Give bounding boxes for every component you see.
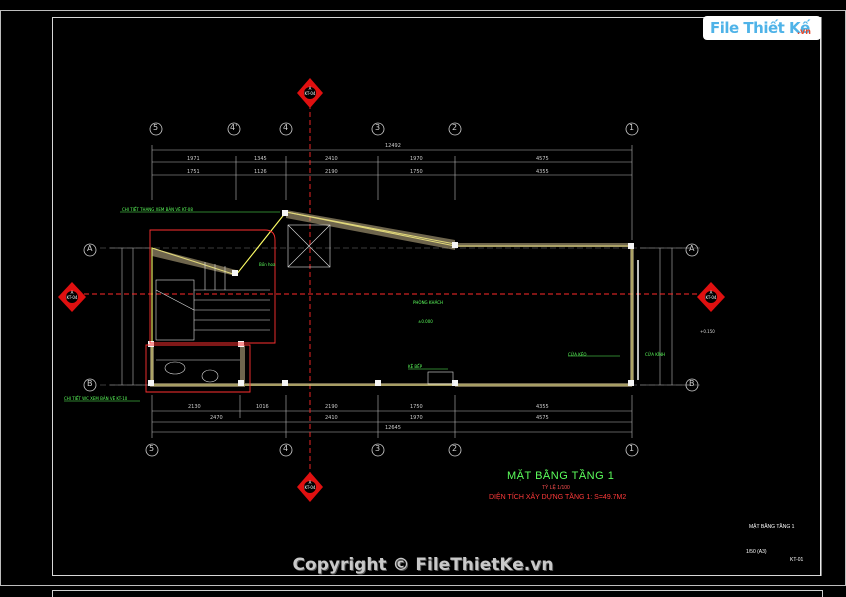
axis-label-top-1: 1 [629,123,635,132]
dim-top-r1-4: 4575 [536,156,549,162]
axis-label-top-2: 2 [452,123,458,132]
columns [148,210,634,386]
stair-outline [149,229,276,344]
dim-bottom-total: 12645 [385,425,401,431]
titleblock-name: MẶT BẰNG TẦNG 1 [749,524,795,530]
dim-bottom-r2-1: 2410 [325,415,338,421]
note-door: CỬA KÉO [568,352,587,357]
axis-label-bottom-2: 2 [452,444,458,453]
axis-label-top-4p: 4' [230,123,238,132]
stair [155,262,270,341]
dimensions-side [110,247,690,386]
axis-label-bottom-1: 1 [629,444,635,453]
grid-axes [100,247,700,386]
wall-hatch [150,210,634,387]
titleblock-sheet: KT-01 [790,557,804,563]
axis-label-top-3: 3 [375,123,381,132]
dimensions-bottom [151,395,633,438]
dim-top-r2-4: 4355 [536,169,549,175]
dim-top-r2-2: 2190 [325,169,338,175]
section-marker-centers [66,87,717,493]
dim-bottom-r1-2: 2190 [325,404,338,410]
dim-bottom-r1-4: 4355 [536,404,549,410]
dim-bottom-r2-0: 2470 [210,415,223,421]
note-stair: CHI TIẾT THANG XEM BẢN VẼ KT-08 [122,207,193,212]
note-garden: Bồn hoa [259,262,276,267]
axis-label-side-a-left: A [87,244,93,253]
dim-bottom-r1-1: 1016 [256,404,269,410]
dim-bottom-r1-3: 1750 [410,404,423,410]
dim-bottom-r2-3: 4575 [536,415,549,421]
dimensions-top [151,145,633,240]
axis-label-top-4: 4 [283,123,289,132]
drawing-title: MẶT BẰNG TẦNG 1 [507,470,615,482]
note-level: +0.150 [700,329,715,334]
brand-logo [703,14,821,42]
axis-label-top-5: 5 [153,123,159,132]
note-door2: CỬA KÍNH [645,352,666,357]
axis-label-side-b-right: B [689,379,695,388]
note-shop: KỆ BẾP [408,364,423,369]
wc-outline [145,344,251,393]
brand-logo-tld: .vn [797,27,811,36]
axis-label-bottom-3: 3 [375,444,381,453]
dim-top-total: 12492 [385,143,401,149]
dim-top-r2-3: 1750 [410,169,423,175]
dim-top-r1-3: 1970 [410,156,423,162]
brand-logo-text: File Thiết Kế [710,19,810,37]
dim-top-r1-1: 1345 [254,156,267,162]
titleblock-scale: 1/50 (A3) [746,549,767,555]
axis-label-side-a-right: A [689,244,695,253]
dim-bottom-r1-0: 2130 [188,404,201,410]
axis-bubbles [83,122,699,457]
dim-bottom-r2-2: 1970 [410,415,423,421]
room-label: PHÒNG KHÁCH [413,300,444,305]
drawing-area: DIỆN TÍCH XÂY DỰNG TẦNG 1: S=49.7M2 [489,494,627,501]
copyright-watermark: Copyright © FileThietKe.vn [292,555,554,575]
dim-top-r1-2: 2410 [325,156,338,162]
leaders [64,211,620,402]
dim-top-r2-1: 1126 [254,169,267,175]
axis-label-bottom-4: 4 [283,444,289,453]
wc-fixtures [156,359,240,383]
axis-label-bottom-5: 5 [149,444,155,453]
shaft [287,224,331,268]
dim-top-r2-0: 1751 [187,169,200,175]
section-markers [58,78,725,502]
axis-label-side-b-left: B [87,379,93,388]
note-wc: CHI TIẾT WC XEM BẢN VẼ KT-10 [64,396,128,401]
room-level: ±0.000 [418,319,433,324]
dim-top-r1-0: 1971 [187,156,200,162]
section-lines [84,96,702,478]
drawing-scale: TỶ LỆ 1/100 [542,485,570,491]
